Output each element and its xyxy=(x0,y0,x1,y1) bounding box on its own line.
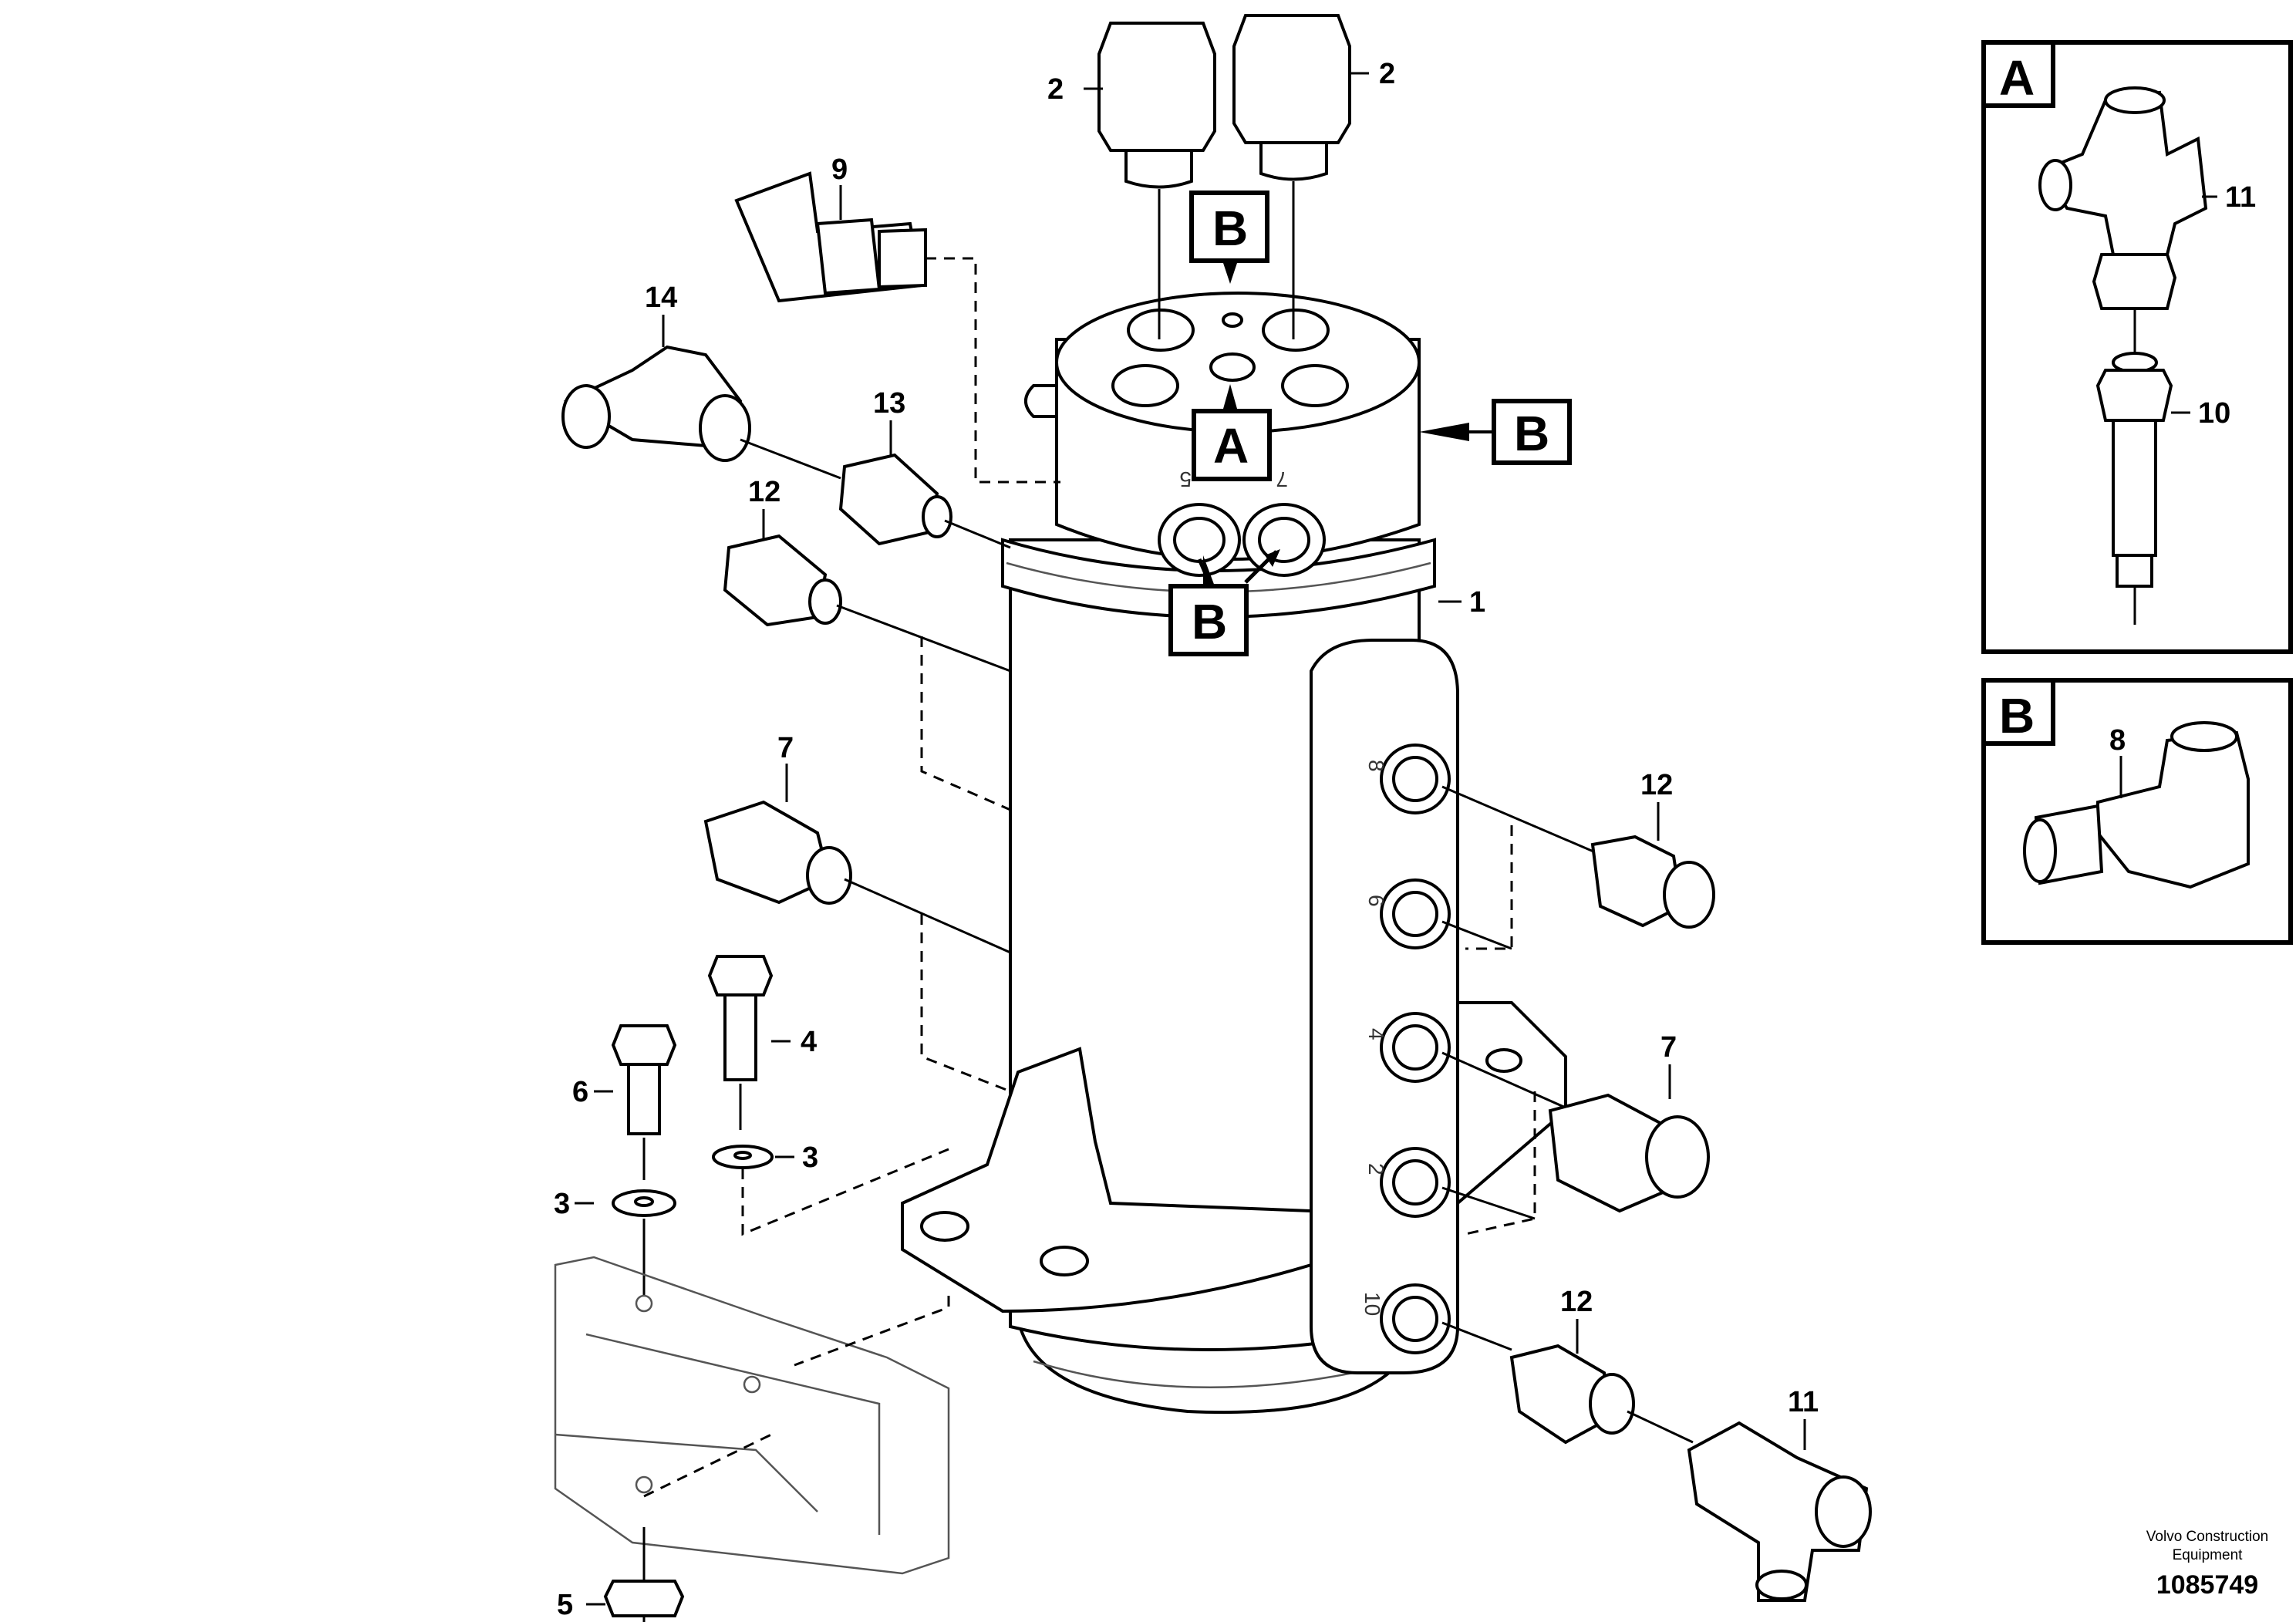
washer-3-right xyxy=(712,1145,949,1236)
callout-6: 6 xyxy=(572,1076,588,1108)
fitting-2-right xyxy=(1232,14,1351,339)
svg-text:B: B xyxy=(1192,594,1227,649)
callout-5: 5 xyxy=(557,1589,573,1621)
port-number-6: 6 xyxy=(1364,895,1388,907)
callout-12-upper-left: 12 xyxy=(748,476,781,508)
callout-3-right: 3 xyxy=(802,1141,818,1174)
callout-11-bottom: 11 xyxy=(1788,1386,1819,1418)
port-number-5: 5 xyxy=(1179,467,1192,491)
view-label-b-top: B xyxy=(1189,191,1269,284)
port-number-4: 4 xyxy=(1364,1028,1388,1040)
port-number-10: 10 xyxy=(1360,1292,1384,1316)
callout-11-detail: 11 xyxy=(2225,181,2256,214)
bolt-4 xyxy=(707,955,774,1130)
mounting-bracket xyxy=(554,1256,950,1581)
callout-12-right-lower: 12 xyxy=(1560,1286,1593,1318)
fitting-14-tee xyxy=(561,345,841,480)
fitting-13 xyxy=(838,453,1011,549)
port-number-8: 8 xyxy=(1364,760,1388,772)
fitting-12-right-lower xyxy=(1441,1321,1694,1445)
callout-14: 14 xyxy=(645,282,677,314)
callout-8-detail: 8 xyxy=(2109,724,2126,757)
fitting-9-elbow xyxy=(734,171,1060,484)
view-label-a-center: A xyxy=(1192,384,1272,481)
callout-4: 4 xyxy=(801,1026,817,1058)
nut-5 xyxy=(603,1580,685,1622)
callout-7-left: 7 xyxy=(777,732,794,764)
fitting-2-left xyxy=(1097,22,1216,339)
detail-panel-b: B 8 xyxy=(1981,678,2293,945)
detail-b-title: B xyxy=(1999,688,2035,744)
fitting-11-tee-bottom xyxy=(1687,1421,1872,1602)
callout-10-detail: 10 xyxy=(2198,397,2230,430)
callout-12-right-upper: 12 xyxy=(1640,769,1673,801)
publisher-credit-line2: Equipment xyxy=(2173,1547,2244,1563)
callout-2-left: 2 xyxy=(1047,73,1064,106)
washer-3-left xyxy=(612,1189,676,1296)
bolt-6 xyxy=(611,1024,677,1180)
callout-13: 13 xyxy=(873,387,905,420)
port-number-7: 7 xyxy=(1276,467,1288,491)
port-number-2: 2 xyxy=(1364,1163,1388,1175)
svg-text:B: B xyxy=(1514,406,1549,461)
svg-text:A: A xyxy=(1213,418,1249,474)
callout-3-left: 3 xyxy=(554,1188,570,1220)
fitting-7-right xyxy=(1441,1051,1710,1236)
callout-1: 1 xyxy=(1469,586,1485,619)
fitting-12-right-upper xyxy=(1441,785,1715,950)
callout-2-right: 2 xyxy=(1379,58,1395,90)
svg-text:B: B xyxy=(1212,201,1248,256)
view-label-b-right: B xyxy=(1419,399,1572,465)
detail-panel-a: A 11 10 xyxy=(1981,40,2293,654)
publisher-credit-line1: Volvo Construction xyxy=(2146,1529,2268,1545)
fitting-7-left xyxy=(703,800,1011,1093)
callout-leaders xyxy=(575,72,1806,1606)
document-number: 1085749 xyxy=(2156,1570,2258,1600)
swivel-joint-body xyxy=(901,292,1567,1415)
fitting-12-upper-left xyxy=(723,534,1011,811)
callout-9: 9 xyxy=(831,153,848,186)
callout-7-right: 7 xyxy=(1660,1031,1677,1064)
detail-a-title: A xyxy=(1999,50,2035,106)
view-label-b-front: B xyxy=(1168,549,1280,656)
